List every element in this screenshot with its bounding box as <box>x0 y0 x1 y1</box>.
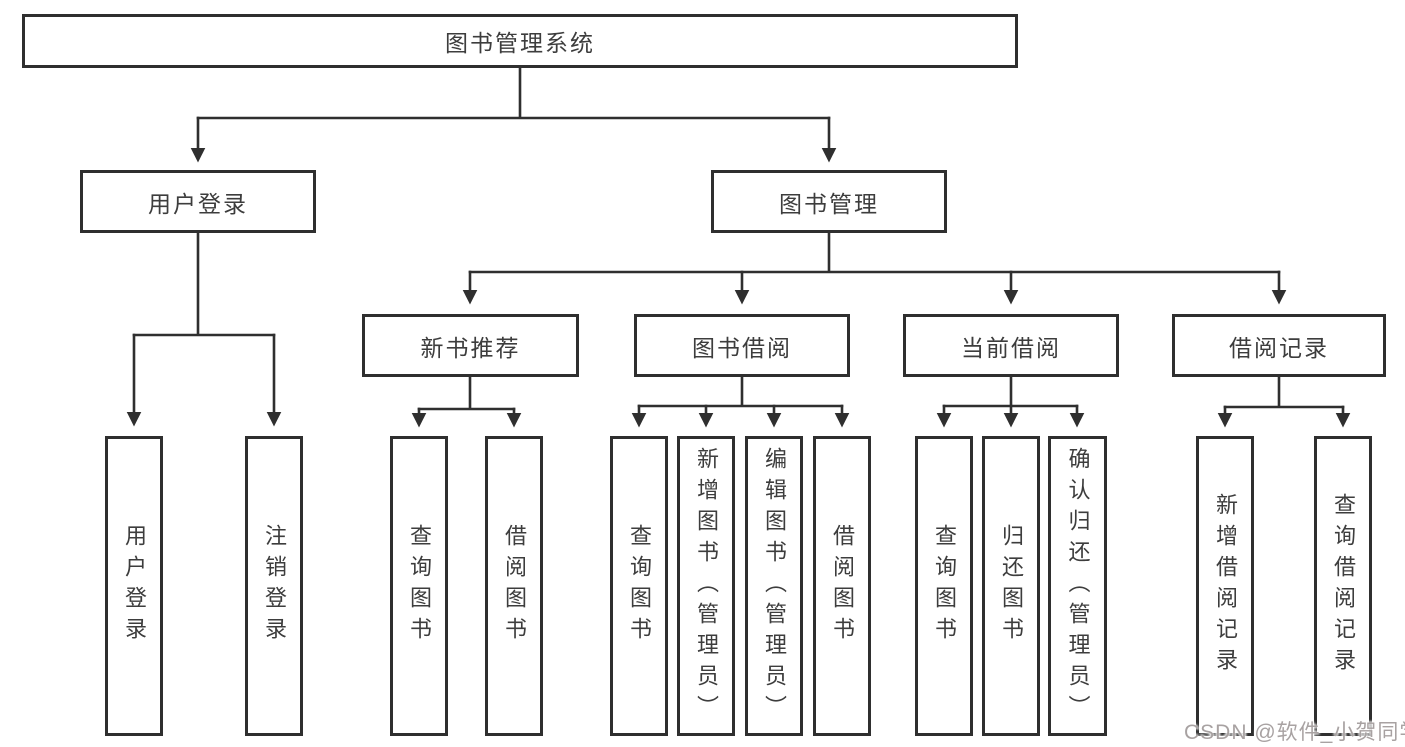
leaf-logout-label: 注销登录 <box>262 524 287 648</box>
leaf-user-login-label: 用户登录 <box>122 524 147 648</box>
node-new-book-recommend-label: 新书推荐 <box>420 334 521 361</box>
leaf-bb-query-book-label: 查询图书 <box>627 524 652 648</box>
leaf-nb-borrow-book: 借阅图书 <box>485 436 543 736</box>
leaf-nb-query-book-label: 查询图书 <box>407 524 432 648</box>
leaf-logout: 注销登录 <box>245 436 303 736</box>
node-borrow-record: 借阅记录 <box>1172 314 1386 377</box>
csdn-watermark: CSDN @软件_小贺同学 <box>1184 721 1405 744</box>
node-root: 图书管理系统 <box>22 14 1018 68</box>
node-current-borrow: 当前借阅 <box>903 314 1119 377</box>
node-book-management: 图书管理 <box>711 170 947 233</box>
node-new-book-recommend: 新书推荐 <box>362 314 579 377</box>
node-book-borrow-label: 图书借阅 <box>692 334 792 361</box>
leaf-cb-return-book-label: 归还图书 <box>999 524 1024 648</box>
leaf-user-login: 用户登录 <box>105 436 163 736</box>
leaf-cb-confirm-return-admin: 确认归还（管理员） <box>1048 436 1107 736</box>
node-user-login-label: 用户登录 <box>148 190 248 217</box>
leaf-br-query-record: 查询借阅记录 <box>1314 436 1372 736</box>
leaf-br-query-record-label: 查询借阅记录 <box>1331 493 1356 679</box>
leaf-bb-borrow-book-label: 借阅图书 <box>830 524 855 648</box>
node-book-management-label: 图书管理 <box>779 190 879 217</box>
leaf-bb-add-book-admin-label: 新增图书（管理员） <box>694 446 719 726</box>
node-root-label: 图书管理系统 <box>445 30 595 56</box>
node-borrow-record-label: 借阅记录 <box>1229 334 1329 361</box>
leaf-bb-edit-book-admin-label: 编辑图书（管理员） <box>762 446 787 726</box>
leaf-cb-confirm-return-admin-label: 确认归还（管理员） <box>1065 446 1091 726</box>
leaf-bb-query-book: 查询图书 <box>610 436 668 736</box>
leaf-cb-return-book: 归还图书 <box>982 436 1040 736</box>
leaf-bb-borrow-book: 借阅图书 <box>813 436 871 736</box>
node-book-borrow: 图书借阅 <box>634 314 850 377</box>
leaf-br-add-record-label: 新增借阅记录 <box>1213 493 1238 679</box>
leaf-bb-edit-book-admin: 编辑图书（管理员） <box>745 436 803 736</box>
node-current-borrow-label: 当前借阅 <box>961 334 1061 361</box>
node-user-login: 用户登录 <box>80 170 316 233</box>
leaf-nb-borrow-book-label: 借阅图书 <box>502 524 527 648</box>
leaf-br-add-record: 新增借阅记录 <box>1196 436 1254 736</box>
leaf-bb-add-book-admin: 新增图书（管理员） <box>677 436 735 736</box>
leaf-nb-query-book: 查询图书 <box>390 436 448 736</box>
leaf-cb-query-book: 查询图书 <box>915 436 973 736</box>
leaf-cb-query-book-label: 查询图书 <box>932 524 957 648</box>
